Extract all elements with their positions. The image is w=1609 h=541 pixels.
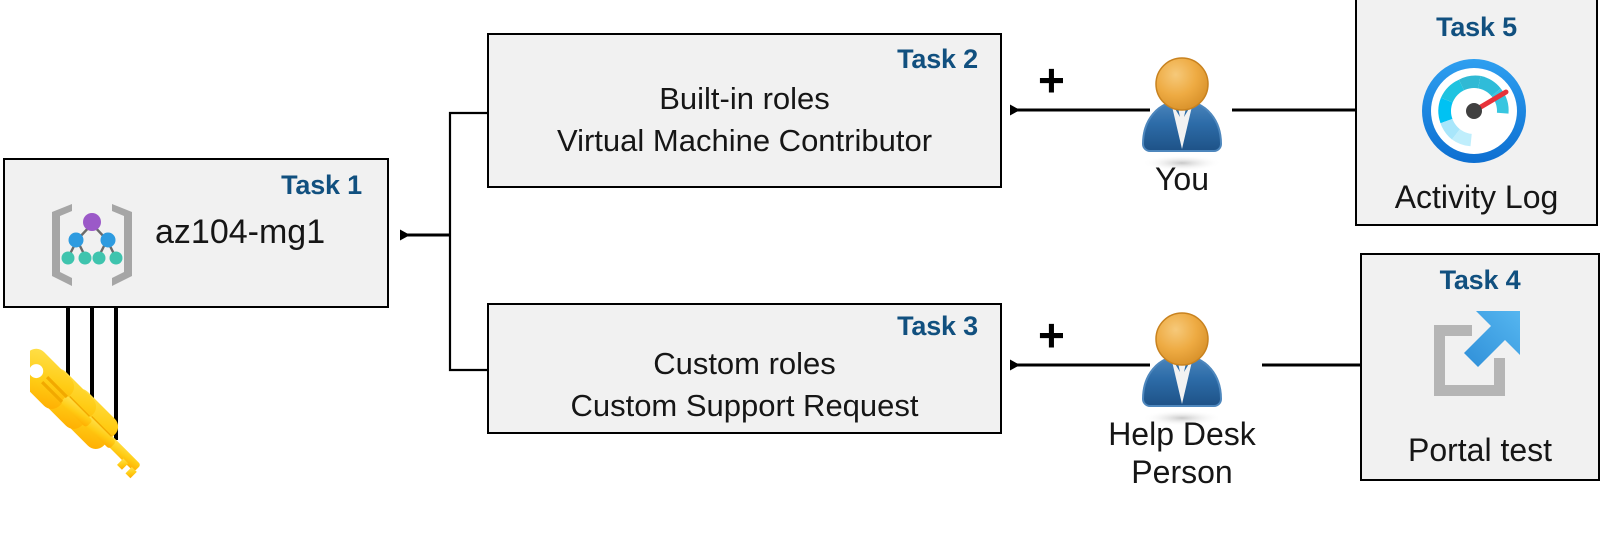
task-3-box[interactable]: Task 3 Custom roles Custom Support Reque…: [487, 303, 1002, 434]
person-helpdesk-caption-line1: Help Desk: [1108, 416, 1256, 452]
task-1-tag: Task 1: [281, 170, 362, 200]
task-5-caption: Activity Log: [1394, 179, 1559, 215]
person-you-caption: You: [1155, 161, 1209, 197]
task-3-line2: Custom Support Request: [570, 388, 919, 423]
task-4-tag: Task 4: [1439, 265, 1521, 295]
task-1-label: az104-mg1: [155, 213, 326, 251]
task-2-text: Built-in roles Virtual Machine Contribut…: [489, 78, 1000, 162]
task-3-line1: Custom roles: [653, 346, 836, 381]
task-3-text: Custom roles Custom Support Request: [489, 343, 1000, 427]
task-4-caption: Portal test: [1407, 432, 1553, 468]
plus-icon-you: +: [1038, 54, 1065, 106]
task-2-line1: Built-in roles: [659, 81, 830, 116]
gauge-icon: [1422, 59, 1526, 163]
task-5-tag: Task 5: [1436, 12, 1517, 42]
management-group-icon: [52, 204, 132, 286]
person-helpdesk-caption-line2: Person: [1131, 454, 1233, 490]
plus-icon-helpdesk: +: [1038, 309, 1065, 361]
keys-icon: [30, 348, 140, 479]
external-link-icon: [1434, 311, 1520, 396]
person-helpdesk-caption: Help Desk Person: [1072, 415, 1292, 491]
task-3-tag: Task 3: [897, 311, 978, 341]
task-2-tag: Task 2: [897, 44, 978, 74]
person-icon-you: [1141, 57, 1223, 171]
task-4-box[interactable]: Task 4 Portal test: [1360, 253, 1600, 481]
task-2-line2: Virtual Machine Contributor: [556, 123, 933, 158]
wire-tasks-to-task1: [400, 111, 487, 372]
person-icon-helpdesk: [1141, 312, 1223, 426]
task-2-box[interactable]: Task 2 Built-in roles Virtual Machine Co…: [487, 33, 1002, 188]
